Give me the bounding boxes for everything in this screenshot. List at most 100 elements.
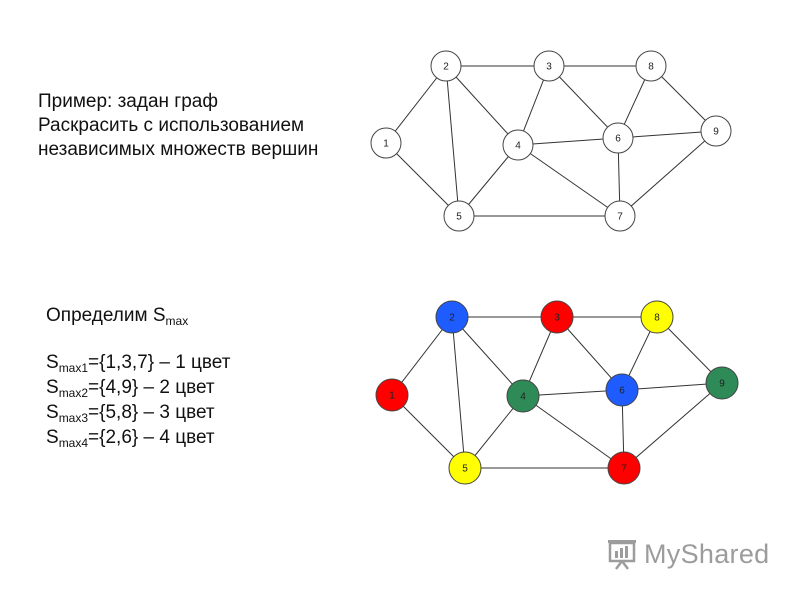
node-label: 7 [617, 212, 623, 223]
graph-edge [517, 137, 619, 146]
node-circle [700, 115, 732, 147]
graph-node: 4 [502, 129, 534, 161]
intro-line-3: независимых множеств вершин [38, 139, 319, 160]
graph-node: 6 [602, 122, 634, 154]
smax-row-subscript: max4 [58, 436, 89, 450]
node-label: 5 [462, 464, 468, 475]
smax-heading: Определим Smax [46, 304, 230, 329]
graph-edge [385, 142, 460, 217]
graph-edge [617, 130, 717, 139]
watermark: MyShared [606, 536, 769, 572]
graph-edge [517, 144, 621, 217]
node-label: 5 [456, 212, 462, 223]
smax-row: Smax1={1,3,7} – 1 цвет [46, 351, 230, 376]
graph-node: 8 [635, 50, 667, 82]
graph-node: 3 [540, 300, 574, 334]
node-label: 8 [648, 62, 654, 73]
node-label: 9 [719, 379, 725, 390]
node-label: 4 [515, 141, 521, 152]
node-label: 9 [713, 127, 719, 138]
graph-node: 9 [700, 115, 732, 147]
node-circle [602, 122, 634, 154]
graph-node: 8 [640, 300, 674, 334]
graph-node: 1 [370, 127, 402, 159]
smax-row-text: ={1,3,7} – 1 цвет [88, 352, 231, 373]
smax-row-subscript: max1 [58, 361, 89, 375]
smax-row-subscript: max2 [58, 386, 89, 400]
graph-edge [385, 65, 447, 144]
node-label: 8 [654, 313, 660, 324]
smax-row-symbol: S [46, 402, 59, 423]
node-circle [607, 451, 641, 485]
intro-line-1: Пример: задан граф [38, 91, 218, 112]
graph-node: 9 [705, 366, 739, 400]
uncolored-graph: 1 2 3 4 5 6 7 8 9 [370, 50, 732, 232]
graph-edge [522, 389, 623, 397]
smax-row-subscript: max3 [58, 411, 89, 425]
graph-node: 7 [607, 451, 641, 485]
smax-row-text: ={2,6} – 4 цвет [88, 427, 215, 448]
node-label: 3 [546, 62, 552, 73]
graph-node: 7 [604, 200, 636, 232]
graph-edge [445, 65, 460, 217]
graph-edge [619, 130, 717, 217]
smax-row-symbol: S [46, 427, 59, 448]
graph-edge [621, 382, 723, 391]
graph-edge [451, 316, 524, 397]
graph-edge [391, 394, 466, 469]
node-circle [443, 200, 475, 232]
graph-node: 6 [605, 373, 639, 407]
smax-heading-symbol: S [152, 305, 166, 326]
graph-node: 2 [430, 50, 462, 82]
graph-edge [623, 382, 723, 469]
smax-heading-subscript: max [165, 314, 189, 328]
smax-row-symbol: S [46, 377, 59, 398]
node-circle [430, 50, 462, 82]
node-circle [533, 50, 565, 82]
node-circle [635, 50, 667, 82]
graph-node: 1 [375, 378, 409, 412]
smax-heading-prefix: Определим [46, 305, 148, 326]
graph-node: 5 [448, 451, 482, 485]
node-circle [502, 129, 534, 161]
smax-list: Определим Smax Smax1={1,3,7} – 1 цвет Sm… [46, 304, 230, 451]
node-label: 4 [520, 392, 526, 403]
intro-text: Пример: задан граф Раскрасить с использо… [38, 90, 318, 162]
node-circle [375, 378, 409, 412]
node-circle [448, 451, 482, 485]
graph-edge [451, 316, 466, 469]
node-label: 1 [383, 139, 389, 150]
graph-node: 5 [443, 200, 475, 232]
graph-node: 4 [506, 379, 540, 413]
smax-row: Smax2={4,9} – 2 цвет [46, 376, 230, 401]
node-label: 2 [449, 313, 455, 324]
node-label: 7 [621, 464, 627, 475]
node-label: 6 [615, 134, 621, 145]
node-circle [370, 127, 402, 159]
node-circle [604, 200, 636, 232]
node-label: 3 [554, 313, 560, 324]
node-circle [506, 379, 540, 413]
watermark-text: MyShared [644, 538, 770, 569]
node-label: 6 [619, 386, 625, 397]
node-label: 1 [389, 391, 395, 402]
smax-row-text: ={4,9} – 2 цвет [88, 377, 215, 398]
node-circle [435, 300, 469, 334]
smax-row: Smax3={5,8} – 3 цвет [46, 401, 230, 426]
graph-node: 2 [435, 300, 469, 334]
smax-row-text: ={5,8} – 3 цвет [88, 402, 215, 423]
node-label: 2 [443, 62, 449, 73]
presentation-board-icon [608, 540, 636, 570]
smax-row-symbol: S [46, 352, 59, 373]
colored-graph: 1 2 3 4 5 6 7 8 9 [375, 300, 739, 485]
graph-node: 3 [533, 50, 565, 82]
node-circle [605, 373, 639, 407]
smax-row: Smax4={2,6} – 4 цвет [46, 426, 230, 451]
node-circle [640, 300, 674, 334]
graph-edge [522, 395, 625, 469]
graph-edge [445, 65, 519, 146]
node-circle [705, 366, 739, 400]
node-circle [540, 300, 574, 334]
